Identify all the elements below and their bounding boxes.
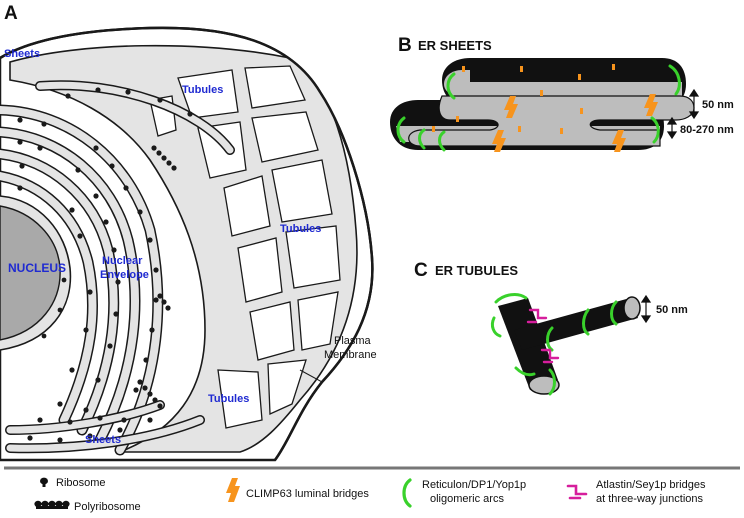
panel-b: B ER SHEETS bbox=[390, 35, 734, 152]
dimension-markers-c bbox=[640, 294, 652, 324]
legend-climp63-label: CLIMP63 luminal bridges bbox=[246, 488, 369, 500]
er-tubule-horizontal bbox=[514, 296, 641, 350]
legend-reticulon-label-2: oligomeric arcs bbox=[430, 493, 504, 505]
panel-c-title: ER TUBULES bbox=[435, 263, 518, 278]
plasma-membrane bbox=[0, 26, 374, 461]
polyribosome-clusters bbox=[137, 145, 177, 409]
atlastin-bridges bbox=[526, 308, 560, 364]
climp63-bridges bbox=[432, 64, 658, 152]
legend-climp63-icon bbox=[226, 478, 240, 502]
tubule-network bbox=[149, 65, 341, 429]
dimension-markers-b bbox=[666, 88, 700, 140]
label-plasma-membrane-line2: Membrane bbox=[324, 349, 377, 361]
plasma-membrane-pointer bbox=[299, 369, 323, 383]
reticulon-arcs-tubules bbox=[490, 293, 618, 396]
ribosomes bbox=[17, 87, 193, 443]
label-tubules-bottom: Tubules bbox=[208, 393, 249, 405]
legend-reticulon-label-1: Reticulon/DP1/Yop1p bbox=[422, 479, 526, 491]
label-nucleus: NUCLEUS bbox=[8, 261, 66, 275]
legend-polyribosome-label: Polyribosome bbox=[74, 501, 141, 513]
legend-atlastin-icon bbox=[566, 484, 588, 500]
label-nuclear-envelope-line1: Nuclear bbox=[102, 255, 143, 267]
label-sheets-top: Sheets bbox=[4, 48, 40, 60]
legend-polyribosome-icon bbox=[34, 500, 70, 509]
panel-c: C ER TUBULES bbox=[414, 260, 688, 396]
panel-a-letter: A bbox=[4, 3, 18, 24]
label-sheet-gap: 80-270 nm bbox=[680, 124, 734, 136]
panel-b-title: ER SHEETS bbox=[418, 38, 492, 53]
legend-atlastin-label-1: Atlastin/Sey1p bridges bbox=[596, 479, 706, 491]
legend: Ribosome Polyribosome CLIMP63 luminal br… bbox=[34, 477, 706, 513]
reticulon-arcs-sheets bbox=[396, 64, 681, 152]
label-tubules-top: Tubules bbox=[182, 84, 223, 96]
legend-ribosome-icon bbox=[40, 477, 48, 487]
label-nuclear-envelope-line2: Envelope bbox=[100, 269, 149, 281]
nucleus bbox=[0, 205, 61, 341]
panel-b-letter: B bbox=[398, 35, 412, 56]
legend-atlastin-label-2: at three-way junctions bbox=[596, 493, 703, 505]
panel-a: A bbox=[0, 3, 377, 462]
legend-reticulon-icon bbox=[402, 478, 412, 508]
label-tubules-right: Tubules bbox=[280, 223, 321, 235]
rough-er-sheets bbox=[0, 80, 235, 456]
label-sheet-thickness: 50 nm bbox=[702, 99, 734, 111]
label-plasma-membrane-line1: Plasma bbox=[334, 335, 372, 347]
label-tubule-diameter: 50 nm bbox=[656, 304, 688, 316]
legend-ribosome-label: Ribosome bbox=[56, 477, 106, 489]
label-sheets-bottom: Sheets bbox=[85, 434, 121, 446]
panel-c-letter: C bbox=[414, 260, 428, 281]
